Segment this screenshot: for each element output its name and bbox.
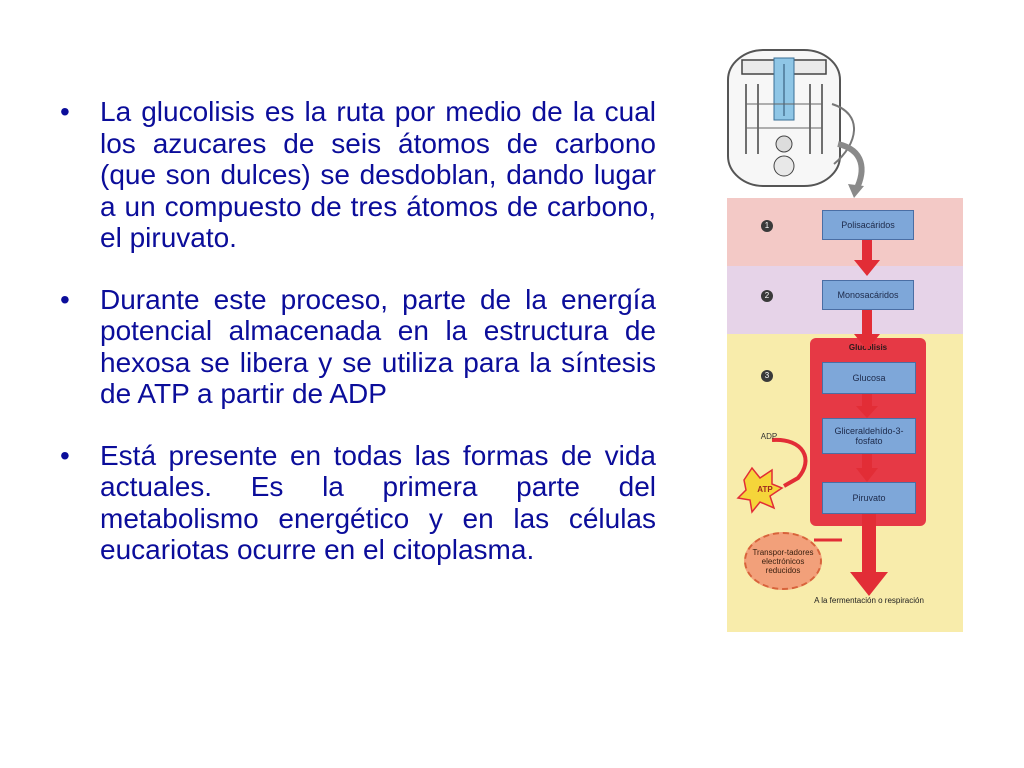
box-monosacaridos: Monosacáridos — [822, 280, 914, 310]
step-number: 2 — [761, 290, 773, 302]
bullet-item: • La glucolisis es la ruta por medio de … — [58, 96, 656, 254]
step-number: 3 — [761, 370, 773, 382]
bullet-icon: • — [60, 96, 70, 127]
bullet-item: • Está presente en todas las formas de v… — [58, 440, 656, 566]
curved-arrow-icon — [837, 141, 865, 198]
bullet-text: La glucolisis es la ruta por medio de la… — [100, 96, 656, 253]
final-label: A la fermentación o respiración — [814, 596, 924, 605]
box-glucosa: Glucosa — [822, 362, 916, 394]
bullet-item: • Durante este proceso, parte de la ener… — [58, 284, 656, 410]
atp-label: ATP — [757, 485, 773, 494]
bullet-icon: • — [60, 283, 70, 315]
glucolisis-title: Glucolisis — [848, 343, 888, 352]
step-number: 1 — [761, 220, 773, 232]
bullet-text: Está presente en todas las formas de vid… — [100, 439, 656, 566]
glycolysis-figure: 1 2 3 Polisacáridos Monosacáridos Glucol… — [714, 40, 970, 638]
adp-label: ADP — [760, 432, 778, 441]
bullet-text: Durante este proceso, parte de la energí… — [100, 283, 656, 410]
bullet-list: • La glucolisis es la ruta por medio de … — [58, 96, 656, 596]
box-gliceraldehido: Gliceraldehído-3-fosfato — [822, 418, 916, 454]
box-piruvato: Piruvato — [822, 482, 916, 514]
bullet-icon: • — [60, 439, 70, 471]
cell-illustration — [727, 49, 855, 187]
box-polisacaridos: Polisacáridos — [822, 210, 914, 240]
transportadores-bubble: Transpor-tadores electrónicos reducidos — [744, 532, 822, 590]
